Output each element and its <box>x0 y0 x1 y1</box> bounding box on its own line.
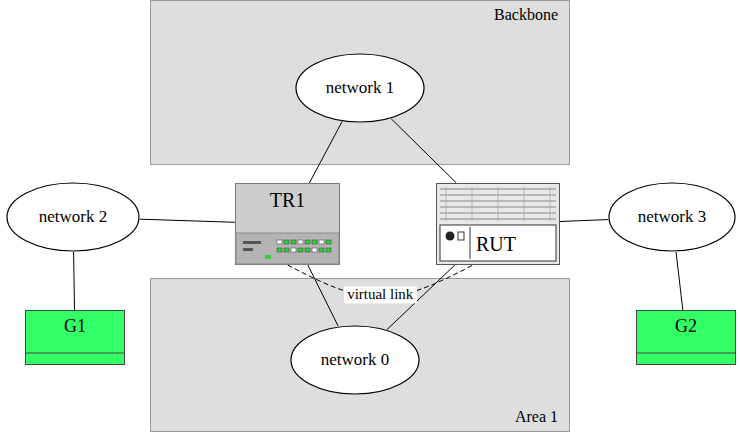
network-ellipse: network 3 <box>608 182 736 252</box>
network-link <box>391 119 456 183</box>
network-link <box>676 252 683 310</box>
network-ellipse: network 2 <box>6 182 140 252</box>
network-link <box>73 252 75 310</box>
area-ground <box>151 1 570 165</box>
area-label: Area 1 <box>515 408 558 426</box>
node-label: G1 <box>64 316 86 337</box>
network-link <box>309 122 342 183</box>
switch-device: TR1 <box>235 183 340 265</box>
node-label: G2 <box>675 316 697 337</box>
network-link <box>140 219 235 222</box>
network-link <box>560 220 608 222</box>
node-label: network 3 <box>638 207 706 227</box>
host-box: G2 <box>636 310 736 365</box>
node-label: RUT <box>476 233 516 256</box>
edge-label: virtual link <box>344 286 416 303</box>
network-link <box>308 265 338 326</box>
node-label: TR1 <box>270 189 306 212</box>
node-label: network 1 <box>326 78 394 98</box>
network-ellipse: network 0 <box>290 325 420 395</box>
node-label: network 2 <box>39 207 107 227</box>
node-label: network 0 <box>321 350 389 370</box>
host-box: G1 <box>25 310 125 365</box>
area-label: Backbone <box>494 6 558 24</box>
router-device: RUT <box>436 183 560 265</box>
area-band: Backbone network 1 <box>150 0 570 165</box>
area-ground <box>151 279 570 432</box>
network-ellipse: network 1 <box>295 53 425 123</box>
